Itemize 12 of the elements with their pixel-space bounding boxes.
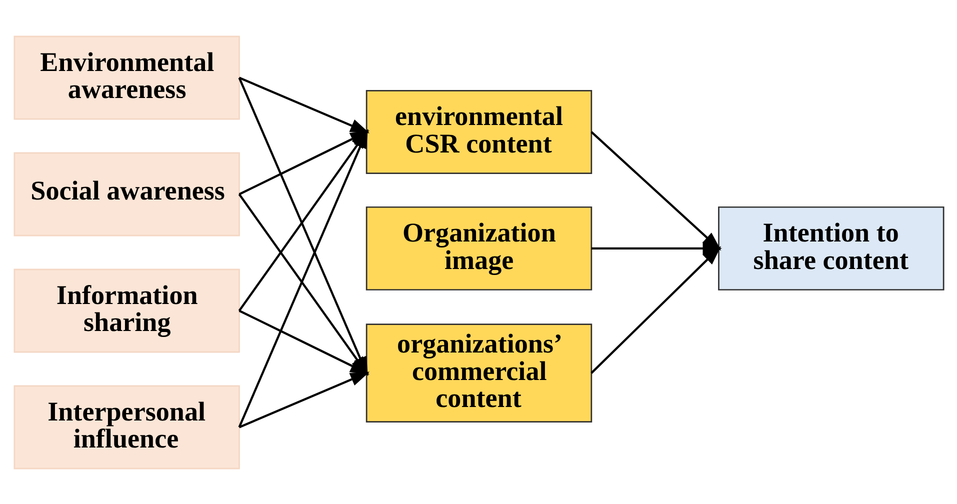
node-box: Interpersonal influence bbox=[13, 384, 240, 469]
node-box: Organization image bbox=[365, 206, 592, 290]
arrow bbox=[238, 76, 370, 133]
node-box: Social awareness bbox=[13, 152, 240, 236]
node-box: organizations’ commercial content bbox=[365, 323, 592, 422]
node-box: Environmental awareness bbox=[13, 35, 240, 120]
arrow bbox=[238, 309, 370, 374]
arrow bbox=[238, 371, 370, 428]
node-box: environmental CSR content bbox=[365, 89, 592, 174]
arrow bbox=[590, 246, 721, 374]
node-box: Information sharing bbox=[13, 268, 240, 352]
node-box: Intention to share content bbox=[718, 206, 944, 290]
